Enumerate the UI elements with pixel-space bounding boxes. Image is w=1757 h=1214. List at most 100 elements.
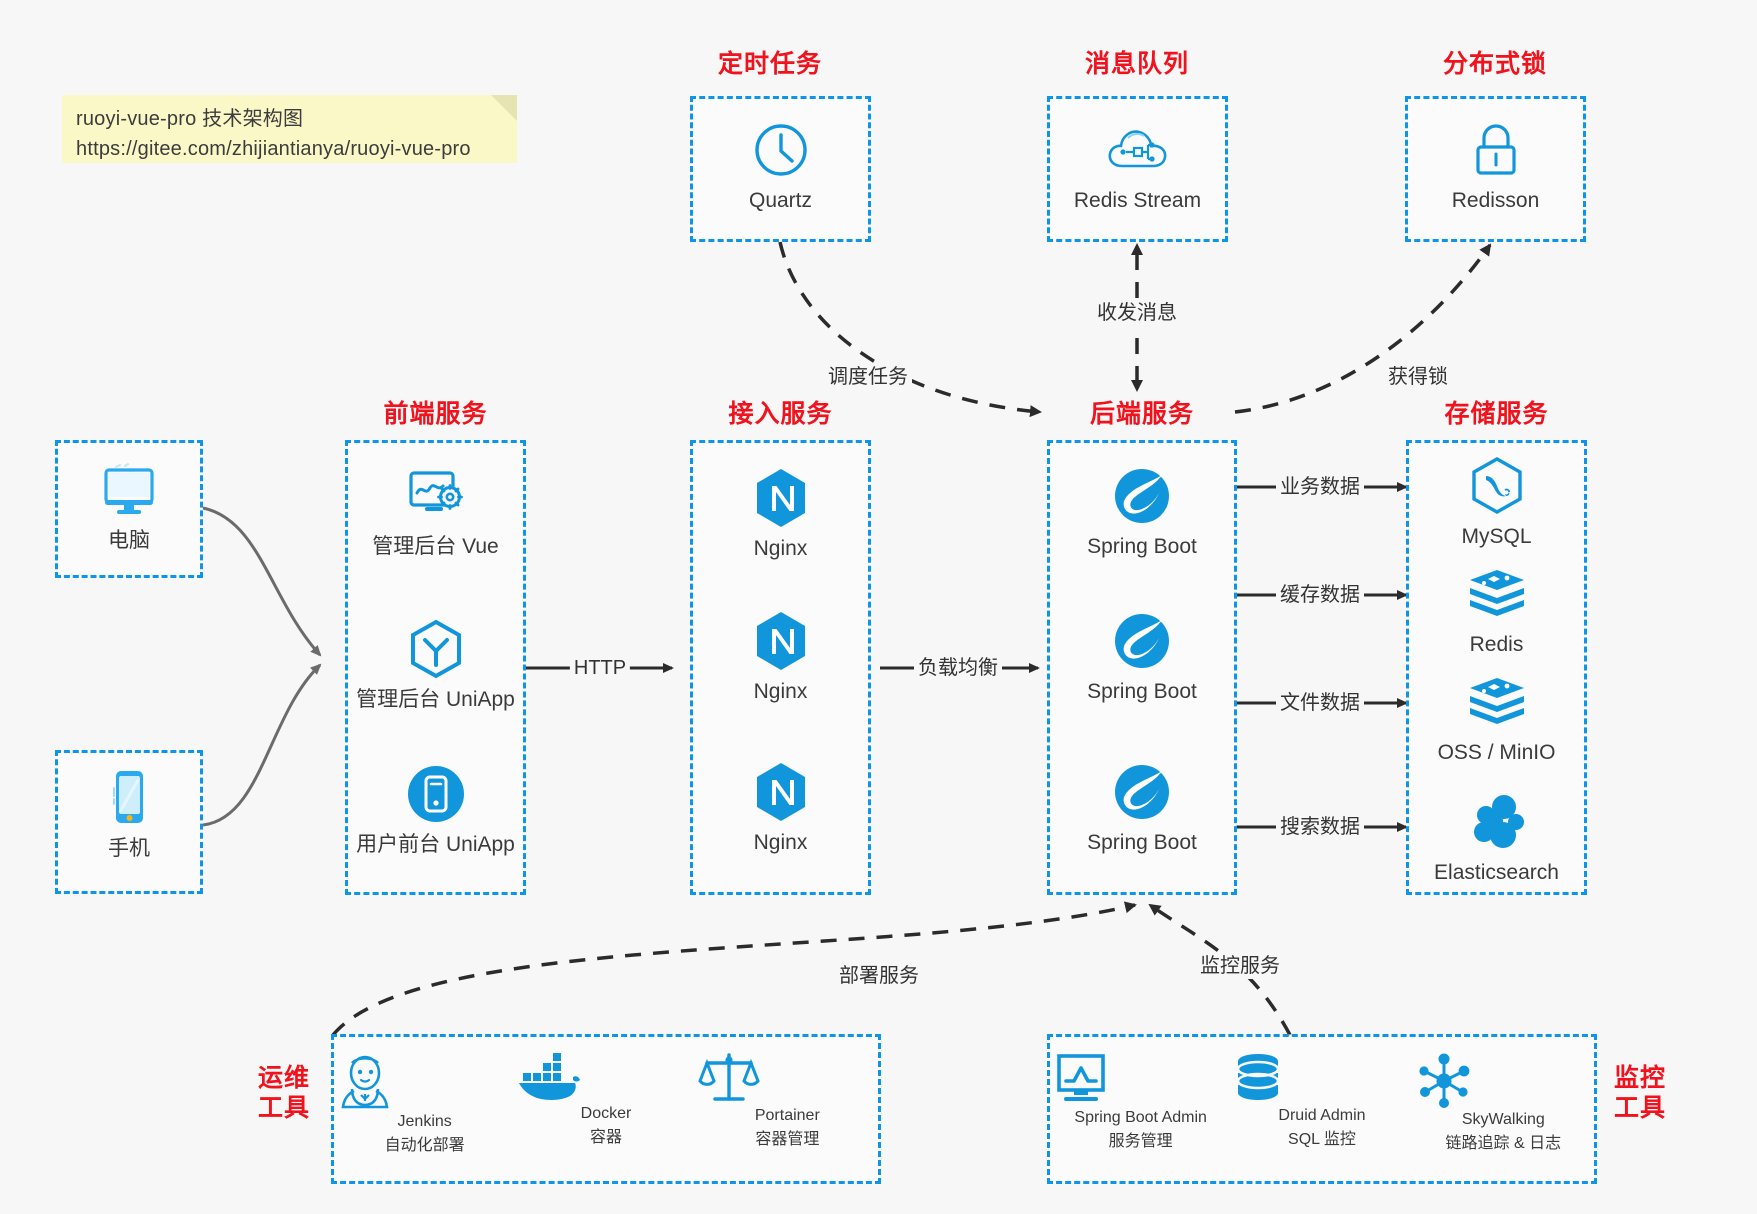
edge-phone-to-frontend — [202, 663, 322, 827]
node-redis[interactable]: Redis — [1409, 563, 1584, 659]
group-box-frontend[interactable]: 管理后台 Vue 管理后台 UniApp 用户前台 UniApp — [345, 440, 526, 895]
edge-label-send-receive-message: 收发消息 — [1093, 300, 1181, 326]
node-label: OSS / MinIO — [1437, 741, 1556, 764]
group-box-lock[interactable]: Redisson — [1405, 96, 1586, 242]
nginx-icon — [693, 761, 868, 823]
note-url: https://gitee.com/zhijiantianya/ruoyi-vu… — [76, 138, 471, 160]
node-redisson[interactable]: Redisson — [1408, 119, 1583, 215]
group-box-phone[interactable]: 手机 — [55, 750, 203, 894]
smartphone-icon — [58, 767, 200, 829]
spring-boot-icon — [1050, 610, 1234, 672]
node-label: Docker — [580, 1105, 632, 1122]
cloud-network-icon — [1050, 119, 1225, 181]
node-graph-icon — [1413, 1051, 1594, 1111]
elasticsearch-icon — [1409, 791, 1584, 853]
node-quartz[interactable]: Quartz — [693, 119, 868, 215]
edge-label-business-data: 业务数据 — [1276, 474, 1364, 500]
padlock-icon — [1408, 119, 1583, 181]
node-springboot-3[interactable]: Spring Boot — [1050, 761, 1234, 857]
group-title-devops-line1: 运维 — [258, 1064, 311, 1092]
group-title-devops: 运维 工具 — [258, 1063, 322, 1123]
node-label: Jenkins — [397, 1113, 452, 1130]
group-title-monitoring: 监控 工具 — [1614, 1063, 1678, 1123]
database-cylinder-icon — [1231, 1051, 1412, 1107]
nginx-icon — [693, 610, 868, 672]
node-label: Spring Boot — [1087, 680, 1197, 703]
edge-label-http: HTTP — [569, 655, 631, 681]
note-title: ruoyi-vue-pro 技术架构图 — [76, 108, 304, 130]
node-oss-minio[interactable]: OSS / MinIO — [1409, 671, 1584, 767]
edge-label-deploy-service: 部署服务 — [835, 963, 923, 989]
node-springboot-1[interactable]: Spring Boot — [1050, 465, 1234, 561]
dashboard-gear-icon — [348, 465, 523, 527]
group-title-devops-line2: 工具 — [258, 1094, 311, 1122]
group-title-backend: 后端服务 — [1089, 400, 1194, 428]
node-admin-vue[interactable]: 管理后台 Vue — [348, 465, 523, 561]
node-sublabel: 自动化部署 — [384, 1137, 465, 1154]
node-sublabel: 容器 — [589, 1129, 622, 1146]
node-springboot-2[interactable]: Spring Boot — [1050, 610, 1234, 706]
node-nginx-1[interactable]: Nginx — [693, 467, 868, 563]
scales-icon — [697, 1051, 878, 1107]
node-elasticsearch[interactable]: Elasticsearch — [1409, 791, 1584, 887]
node-docker[interactable]: Docker 容器 — [515, 1051, 696, 1155]
group-title-monitoring-line2: 工具 — [1614, 1094, 1667, 1122]
node-label: Redis Stream — [1073, 189, 1202, 212]
node-label: 管理后台 UniApp — [356, 688, 515, 711]
monitor-chart-icon — [1050, 1051, 1231, 1109]
node-phone[interactable]: 手机 — [58, 767, 200, 863]
node-redis-stream[interactable]: Redis Stream — [1050, 119, 1225, 215]
edge-label-file-data: 文件数据 — [1276, 690, 1364, 716]
redis-icon — [1409, 563, 1584, 625]
edge-label-acquire-lock: 获得锁 — [1384, 364, 1452, 390]
node-label: Redisson — [1451, 189, 1540, 212]
nginx-icon — [693, 467, 868, 529]
node-nginx-2[interactable]: Nginx — [693, 610, 868, 706]
group-title-storage: 存储服务 — [1444, 400, 1549, 428]
node-computer[interactable]: 电脑 — [58, 459, 200, 555]
group-title-monitoring-line1: 监控 — [1614, 1064, 1667, 1092]
edge-label-load-balance: 负载均衡 — [914, 655, 1002, 681]
node-skywalking[interactable]: SkyWalking 链路追踪 & 日志 — [1413, 1051, 1594, 1153]
group-box-monitoring[interactable]: Spring Boot Admin 服务管理 — [1047, 1034, 1597, 1184]
note-fold-corner — [491, 95, 517, 121]
node-label: Spring Boot Admin — [1074, 1109, 1207, 1126]
node-portainer[interactable]: Portainer 容器管理 — [697, 1051, 878, 1155]
node-user-uniapp[interactable]: 用户前台 UniApp — [348, 763, 523, 859]
group-box-mq[interactable]: Redis Stream — [1047, 96, 1228, 242]
node-label: 管理后台 Vue — [372, 535, 499, 558]
node-nginx-3[interactable]: Nginx — [693, 761, 868, 857]
spring-boot-icon — [1050, 465, 1234, 527]
group-title-mq: 消息队列 — [1084, 50, 1189, 78]
node-jenkins[interactable]: Jenkins 自动化部署 — [334, 1051, 515, 1155]
group-box-gateway[interactable]: Nginx Nginx Nginx — [690, 440, 871, 895]
group-box-storage[interactable]: MySQL Redis — [1406, 440, 1587, 895]
edge-label-cache-data: 缓存数据 — [1276, 582, 1364, 608]
node-admin-uniapp[interactable]: 管理后台 UniApp — [348, 618, 523, 714]
note-box: ruoyi-vue-pro 技术架构图 https://gitee.com/zh… — [62, 95, 517, 163]
group-title-lock: 分布式锁 — [1442, 50, 1547, 78]
node-label: Spring Boot — [1087, 535, 1197, 558]
node-mysql[interactable]: MySQL — [1409, 455, 1584, 551]
node-label: Nginx — [753, 831, 808, 854]
node-label: Portainer — [754, 1107, 820, 1124]
edge-devops-to-backend — [331, 901, 1137, 1037]
node-druid-admin[interactable]: Druid Admin SQL 监控 — [1231, 1051, 1412, 1153]
group-title-scheduler: 定时任务 — [717, 50, 822, 78]
node-label: Spring Boot — [1087, 831, 1197, 854]
node-label: 用户前台 UniApp — [356, 833, 515, 856]
group-box-backend[interactable]: Spring Boot Spring Boot Spring Boot — [1047, 440, 1237, 895]
mobile-circle-icon — [348, 763, 523, 825]
node-sublabel: 服务管理 — [1108, 1133, 1173, 1150]
node-label: Nginx — [753, 537, 808, 560]
node-spring-boot-admin[interactable]: Spring Boot Admin 服务管理 — [1050, 1051, 1231, 1153]
group-box-devops[interactable]: Jenkins 自动化部署 Doc — [331, 1034, 881, 1184]
node-label: Nginx — [753, 680, 808, 703]
group-box-scheduler[interactable]: Quartz — [690, 96, 871, 242]
node-label: Druid Admin — [1278, 1107, 1366, 1124]
spring-boot-icon — [1050, 761, 1234, 823]
edge-computer-to-frontend — [202, 506, 322, 657]
group-box-computer[interactable]: 电脑 — [55, 440, 203, 578]
node-label: Redis — [1469, 633, 1524, 656]
node-label: Elasticsearch — [1434, 861, 1559, 884]
